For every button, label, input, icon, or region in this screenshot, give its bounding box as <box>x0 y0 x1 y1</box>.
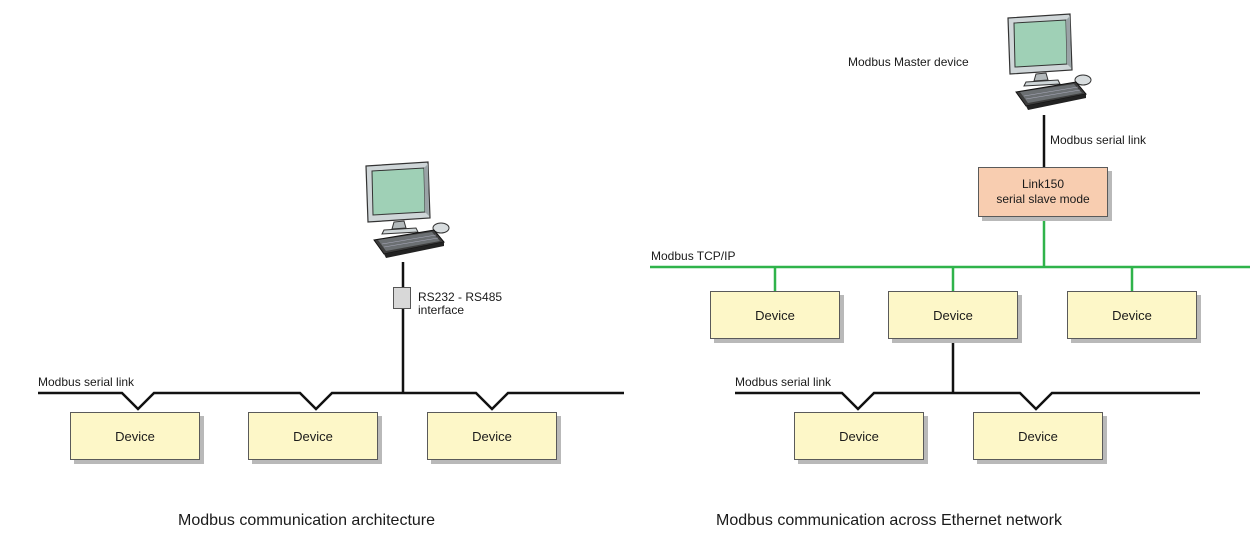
serial-link-label: Modbus serial link <box>1050 133 1147 147</box>
master-label: Modbus Master device <box>848 55 969 69</box>
gateway-name: Link150 <box>1021 177 1065 191</box>
right-caption: Modbus communication across Ethernet net… <box>716 512 1062 529</box>
device-box: Device <box>888 291 1018 339</box>
computer-icon <box>365 161 450 258</box>
device-box: Device <box>1067 291 1197 339</box>
gateway-mode: serial slave mode <box>996 192 1090 206</box>
link150-gateway: Link150 serial slave mode <box>978 167 1108 217</box>
device-box: Device <box>794 412 924 460</box>
left-bus-label: Modbus serial link <box>38 375 135 389</box>
left-caption: Modbus communication architecture <box>178 512 436 529</box>
interface-label-line1: RS232 - RS485 <box>418 290 503 304</box>
device-box: Device <box>710 291 840 339</box>
left-serial-bus <box>38 391 624 411</box>
device-box: Device <box>427 412 557 460</box>
right-serial-bus-label: Modbus serial link <box>735 375 832 389</box>
interface-label-line2: interface <box>418 303 465 317</box>
device-box: Device <box>973 412 1103 460</box>
right-serial-bus <box>735 391 1200 411</box>
device-box: Device <box>248 412 378 460</box>
tcp-label: Modbus TCP/IP <box>651 249 736 263</box>
device-box: Device <box>70 412 200 460</box>
computer-icon <box>1007 13 1092 110</box>
interface-box <box>393 287 411 309</box>
